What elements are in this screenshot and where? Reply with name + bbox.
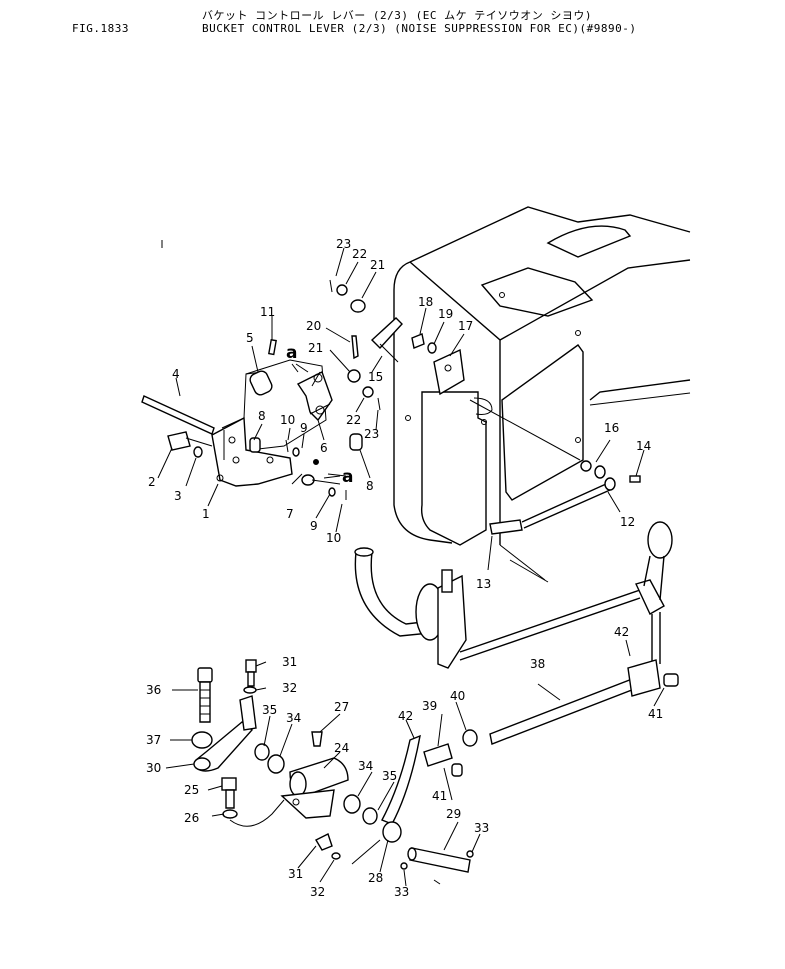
callout-15: 15: [368, 370, 383, 384]
callout-18: 18: [418, 295, 433, 309]
callout-16: 16: [604, 421, 619, 435]
callout-8-b: 8: [366, 479, 374, 493]
callout-2: 2: [148, 475, 156, 489]
callout-42: 42: [614, 625, 629, 639]
ref-mark-a-upper: a: [286, 343, 297, 363]
callout-13: 13: [476, 577, 491, 591]
callout-34: 34: [286, 711, 301, 725]
callout-24: 24: [334, 741, 349, 755]
callout-31: 31: [282, 655, 297, 669]
callout-23-b: 23: [364, 427, 379, 441]
callout-35: 35: [262, 703, 277, 717]
reference-marks: a a: [286, 343, 353, 487]
upper-bracket-assembly: [141, 240, 465, 533]
callout-21: 21: [370, 258, 385, 272]
callout-9-b: 9: [310, 519, 318, 533]
callout-39: 39: [422, 699, 437, 713]
callout-36: 36: [146, 683, 161, 697]
figure-number: FIG.1833: [72, 22, 129, 35]
callout-3: 3: [174, 489, 182, 503]
callout-33: 33: [474, 821, 489, 835]
title-japanese: バケット コントロール レバー (2/3) (EC ムケ テイソウオン シヨウ): [202, 9, 592, 22]
callout-23: 23: [336, 237, 351, 251]
callout-29: 29: [446, 807, 461, 821]
callout-28: 28: [368, 871, 383, 885]
callout-14: 14: [636, 439, 651, 453]
callout-22-b: 22: [346, 413, 361, 427]
callout-6: 6: [320, 441, 328, 455]
callout-20: 20: [306, 319, 321, 333]
callout-labels: 23 22 21 18 19 17 11 20 21 15 5 4 22 23 …: [146, 237, 663, 899]
callout-11: 11: [260, 305, 275, 319]
callout-32-b: 32: [310, 885, 325, 899]
callout-1: 1: [202, 507, 210, 521]
callout-33-b: 33: [394, 885, 409, 899]
callout-22: 22: [352, 247, 367, 261]
callout-34-b: 34: [358, 759, 373, 773]
callout-19: 19: [438, 307, 453, 321]
lower-assembly: [165, 659, 481, 887]
callout-25: 25: [184, 783, 199, 797]
callout-37: 37: [146, 733, 161, 747]
callout-8: 8: [258, 409, 266, 423]
callout-5: 5: [246, 331, 254, 345]
callout-31-b: 31: [288, 867, 303, 881]
callout-27: 27: [334, 700, 349, 714]
callout-32: 32: [282, 681, 297, 695]
callout-10: 10: [280, 413, 295, 427]
callout-4: 4: [172, 367, 180, 381]
ref-mark-a-lower: a: [342, 467, 353, 487]
callout-41: 41: [648, 707, 663, 721]
callout-17: 17: [458, 319, 473, 333]
callout-12: 12: [620, 515, 635, 529]
callout-10-b: 10: [326, 531, 341, 545]
callout-21-b: 21: [308, 341, 323, 355]
callout-26: 26: [184, 811, 199, 825]
callout-41-b: 41: [432, 789, 447, 803]
cab-body: [393, 206, 691, 583]
callout-40: 40: [450, 689, 465, 703]
control-cable: [469, 399, 645, 571]
callout-30: 30: [146, 761, 161, 775]
callout-9: 9: [300, 421, 308, 435]
callout-38: 38: [530, 657, 545, 671]
title-english: BUCKET CONTROL LEVER (2/3) (NOISE SUPPRE…: [202, 22, 637, 35]
callout-7: 7: [286, 507, 294, 521]
lever-linkage: [354, 521, 679, 745]
callout-35-b: 35: [382, 769, 397, 783]
callout-42-b: 42: [398, 709, 413, 723]
